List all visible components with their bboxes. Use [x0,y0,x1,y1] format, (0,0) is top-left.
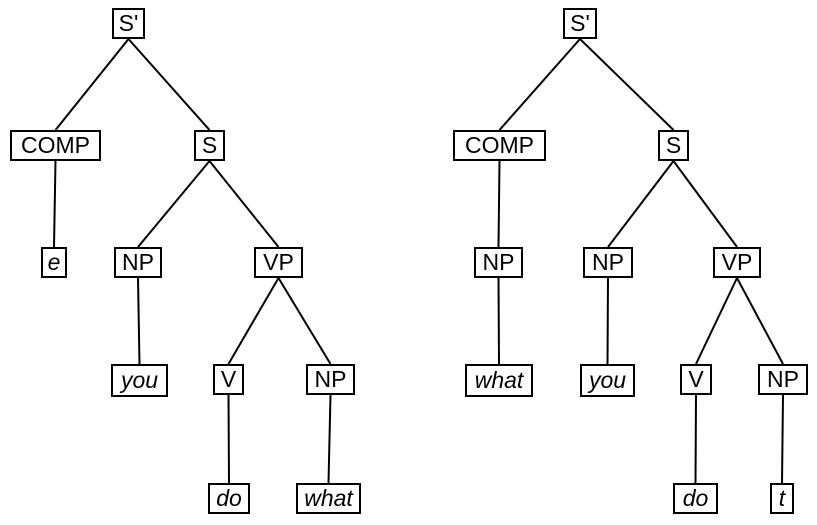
tree-edge-r-s-to-r-np1 [607,160,675,248]
tree-edge-r-np1-to-r-you [606,277,609,365]
tree-node-l-do: do [208,483,250,514]
tree-node-l-e: e [41,247,67,278]
tree-node-r-np1: NP [583,247,633,278]
tree-edge-r-s-to-r-vp [672,160,738,248]
tree-edge-l-np1-to-l-you [137,277,141,365]
tree-node-l-np2: NP [306,364,355,395]
tree-node-r-do: do [673,483,718,514]
tree-edge-l-sbar-to-l-s [127,38,211,131]
tree-node-r-what: what [465,364,533,397]
tree-edge-r-comp-to-r-np0 [497,160,501,248]
tree-node-r-sbar: S' [563,8,597,39]
tree-edge-r-sbar-to-r-s [579,38,675,131]
tree-node-l-what: what [296,483,361,514]
tree-edge-l-s-to-l-np1 [137,160,211,248]
tree-node-r-t: t [770,483,794,514]
tree-edge-r-vp-to-r-np2 [736,277,784,365]
tree-node-l-np1: NP [114,247,162,278]
tree-node-r-vp: VP [713,247,761,278]
tree-node-l-sbar: S' [112,8,145,39]
tree-edge-r-sbar-to-r-comp [498,38,581,131]
tree-node-r-s: S [658,130,689,161]
tree-edge-r-v-to-r-do [694,394,697,484]
tree-edge-r-np2-to-r-t [781,394,784,484]
tree-edge-l-np2-to-l-what [327,394,332,484]
tree-edge-l-v-to-l-do [227,394,230,484]
tree-node-r-you: you [580,364,635,397]
tree-node-l-you: you [111,364,168,397]
tree-node-l-vp: VP [254,247,303,278]
tree-node-l-comp: COMP [10,130,101,161]
tree-edge-l-comp-to-l-e [53,160,57,248]
tree-node-r-comp: COMP [453,130,546,161]
tree-node-l-s: S [194,130,225,161]
tree-edge-r-np0-to-r-what [497,277,500,365]
tree-edge-l-vp-to-l-v [227,277,280,365]
tree-edge-r-vp-to-r-v [695,277,738,365]
tree-edge-l-s-to-l-vp [208,160,280,248]
tree-node-r-np2: NP [758,364,808,395]
tree-node-l-v: V [213,364,244,395]
tree-edge-l-vp-to-l-np2 [277,277,332,365]
tree-node-r-np0: NP [474,247,523,278]
tree-node-r-v: V [680,364,712,395]
tree-edge-l-sbar-to-l-comp [54,38,130,131]
